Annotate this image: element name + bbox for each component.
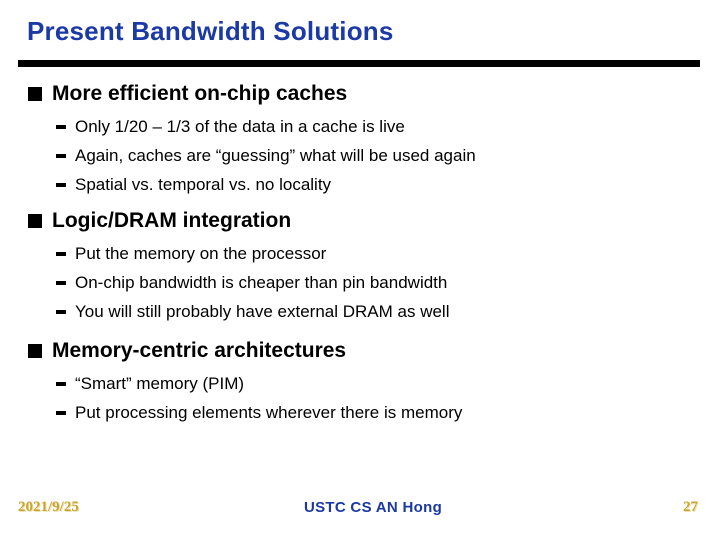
list-item: You will still probably have external DR…: [56, 297, 720, 326]
sub-bullet-list: Put the memory on the processor On-chip …: [56, 239, 720, 326]
slide-body: More efficient on-chip caches Only 1/20 …: [0, 82, 720, 427]
bullet-section-caches: More efficient on-chip caches Only 1/20 …: [0, 82, 720, 199]
list-item: “Smart” memory (PIM): [56, 369, 720, 398]
section-heading-row: Logic/DRAM integration: [28, 209, 720, 233]
dash-bullet-icon: [56, 310, 66, 314]
bullet-item-text: Put the memory on the processor: [75, 244, 327, 263]
bullet-item-text: You will still probably have external DR…: [75, 302, 450, 321]
list-item: Only 1/20 – 1/3 of the data in a cache i…: [56, 112, 720, 141]
bullet-item-text: Spatial vs. temporal vs. no locality: [75, 175, 332, 194]
square-bullet-icon: [28, 344, 42, 358]
dash-bullet-icon: [56, 252, 66, 256]
bullet-section-memory-centric: Memory-centric architectures “Smart” mem…: [0, 339, 720, 427]
footer-page-number: 27: [683, 499, 698, 515]
dash-bullet-icon: [56, 382, 66, 386]
bullet-item-text: Again, caches are “guessing” what will b…: [75, 146, 476, 165]
section-heading-row: Memory-centric architectures: [28, 339, 720, 363]
slide-footer: 2021/9/25 USTC CS AN Hong 27: [0, 499, 720, 523]
list-item: Put processing elements wherever there i…: [56, 398, 720, 427]
sub-bullet-list: “Smart” memory (PIM) Put processing elem…: [56, 369, 720, 427]
dash-bullet-icon: [56, 281, 66, 285]
bullet-item-text: “Smart” memory (PIM): [75, 374, 245, 393]
section-heading: More efficient on-chip caches: [52, 82, 348, 105]
dash-bullet-icon: [56, 125, 66, 129]
dash-bullet-icon: [56, 411, 66, 415]
list-item: Spatial vs. temporal vs. no locality: [56, 170, 720, 199]
bullet-item-text: Put processing elements wherever there i…: [75, 403, 463, 422]
title-rule-divider: [18, 60, 700, 67]
square-bullet-icon: [28, 87, 42, 101]
list-item: On-chip bandwidth is cheaper than pin ba…: [56, 268, 720, 297]
bullet-item-text: On-chip bandwidth is cheaper than pin ba…: [75, 273, 448, 292]
dash-bullet-icon: [56, 183, 66, 187]
bullet-item-text: Only 1/20 – 1/3 of the data in a cache i…: [75, 117, 405, 136]
footer-date: 2021/9/25: [18, 499, 79, 515]
section-heading: Memory-centric architectures: [52, 339, 347, 362]
footer-center-text: USTC CS AN Hong: [303, 499, 443, 516]
dash-bullet-icon: [56, 154, 66, 158]
square-bullet-icon: [28, 214, 42, 228]
section-heading-row: More efficient on-chip caches: [28, 82, 720, 106]
list-item: Again, caches are “guessing” what will b…: [56, 141, 720, 170]
slide-title: Present Bandwidth Solutions: [27, 16, 394, 46]
sub-bullet-list: Only 1/20 – 1/3 of the data in a cache i…: [56, 112, 720, 199]
bullet-section-logic-dram: Logic/DRAM integration Put the memory on…: [0, 209, 720, 326]
section-heading: Logic/DRAM integration: [52, 209, 292, 232]
list-item: Put the memory on the processor: [56, 239, 720, 268]
